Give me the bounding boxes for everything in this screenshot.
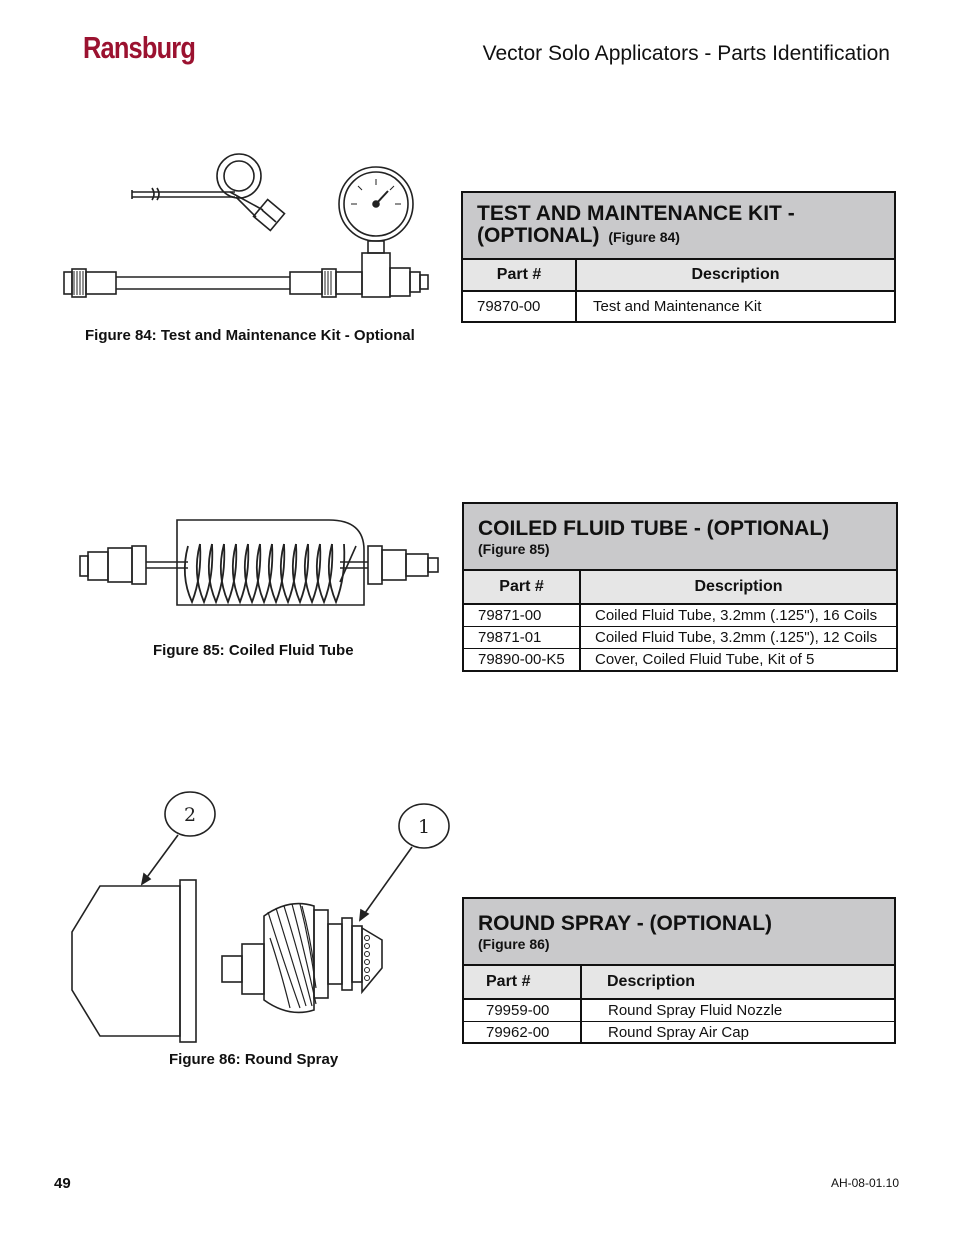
col-description-header: Description bbox=[580, 966, 894, 1000]
parts-table: Part # Description 79871-00 Coiled Fluid… bbox=[464, 571, 896, 670]
table-row: 79871-00 Coiled Fluid Tube, 3.2mm (.125"… bbox=[464, 604, 896, 626]
part-number: 79870-00 bbox=[477, 298, 541, 315]
table-row: 79959-00 Round Spray Fluid Nozzle bbox=[464, 999, 894, 1021]
part-description: Cover, Coiled Fluid Tube, Kit of 5 bbox=[579, 647, 896, 670]
part-number: 79871-01 bbox=[464, 625, 580, 648]
part-number: 79962-00 bbox=[464, 1020, 581, 1043]
test-maintenance-kit-table: TEST AND MAINTENANCE KIT - (OPTIONAL) (F… bbox=[461, 191, 896, 323]
part-description: Test and Maintenance Kit bbox=[575, 291, 894, 321]
table-title: TEST AND MAINTENANCE KIT - bbox=[477, 202, 795, 225]
figure-86-caption: Figure 86: Round Spray bbox=[169, 1051, 339, 1068]
col-description-header: Description bbox=[575, 260, 894, 292]
callout-1-circle bbox=[398, 803, 450, 849]
part-description: Round Spray Fluid Nozzle bbox=[580, 999, 894, 1021]
callout-2-circle bbox=[164, 791, 216, 837]
figure-85-caption: Figure 85: Coiled Fluid Tube bbox=[153, 642, 354, 659]
figure-86-illustration: 2 1 bbox=[71, 791, 450, 1043]
part-number: 79871-00 bbox=[478, 606, 542, 624]
col-part-header: Part # bbox=[464, 571, 580, 605]
part-description: Coiled Fluid Tube, 3.2mm (.125"), 16 Coi… bbox=[579, 604, 896, 626]
table-title-block: ROUND SPRAY - (OPTIONAL) (Figure 86) bbox=[464, 899, 894, 966]
table-row: 79871-01 Coiled Fluid Tube, 3.2mm (.125"… bbox=[464, 625, 896, 648]
coiled-fluid-tube-table: COILED FLUID TUBE - (OPTIONAL) (Figure 8… bbox=[462, 502, 898, 672]
figure-84-caption: Figure 84: Test and Maintenance Kit - Op… bbox=[85, 327, 415, 344]
figure-84-illustration bbox=[63, 153, 429, 298]
part-number: 79890-00-K5 bbox=[464, 647, 580, 670]
page-title: Vector Solo Applicators - Parts Identifi… bbox=[482, 42, 890, 65]
parts-table: Part # Description 79959-00 Round Spray … bbox=[464, 966, 894, 1043]
part-description: Coiled Fluid Tube, 3.2mm (.125"), 12 Coi… bbox=[579, 625, 896, 648]
table-row: 79962-00 Round Spray Air Cap bbox=[464, 1020, 894, 1043]
col-description-header: Description bbox=[579, 571, 896, 605]
callout-label-2: 2 bbox=[184, 804, 196, 826]
round-spray-table: ROUND SPRAY - (OPTIONAL) (Figure 86) Par… bbox=[462, 897, 896, 1044]
table-row: 79870-00 Test and Maintenance Kit bbox=[463, 291, 894, 321]
col-part-header: Part # bbox=[463, 260, 576, 292]
parts-table: Part # Description 79870-00 Test and Mai… bbox=[463, 260, 894, 321]
table-title: COILED FLUID TUBE - (OPTIONAL) bbox=[478, 517, 830, 540]
figure-ref: (Figure 86) bbox=[478, 936, 550, 952]
part-description: Round Spray Air Cap bbox=[580, 1020, 894, 1043]
part-number: 79959-00 bbox=[486, 1001, 550, 1019]
table-title-line2: (OPTIONAL) (Figure 84) bbox=[477, 224, 680, 247]
figure-85-illustration bbox=[79, 519, 439, 606]
callout-label-1: 1 bbox=[418, 816, 430, 838]
table-title: ROUND SPRAY - (OPTIONAL) bbox=[478, 912, 773, 935]
brand-logo: Ransburg bbox=[83, 30, 196, 65]
col-part-header: Part # bbox=[464, 966, 581, 1000]
table-title-block: TEST AND MAINTENANCE KIT - (OPTIONAL) (F… bbox=[463, 193, 894, 260]
table-row: 79890-00-K5 Cover, Coiled Fluid Tube, Ki… bbox=[464, 647, 896, 670]
figure-ref: (Figure 84) bbox=[608, 229, 680, 245]
page-number: 49 bbox=[54, 1175, 71, 1192]
table-title-block: COILED FLUID TUBE - (OPTIONAL) (Figure 8… bbox=[464, 504, 896, 571]
document-code: AH-08-01.10 bbox=[830, 1176, 899, 1190]
figure-ref: (Figure 85) bbox=[478, 541, 550, 557]
